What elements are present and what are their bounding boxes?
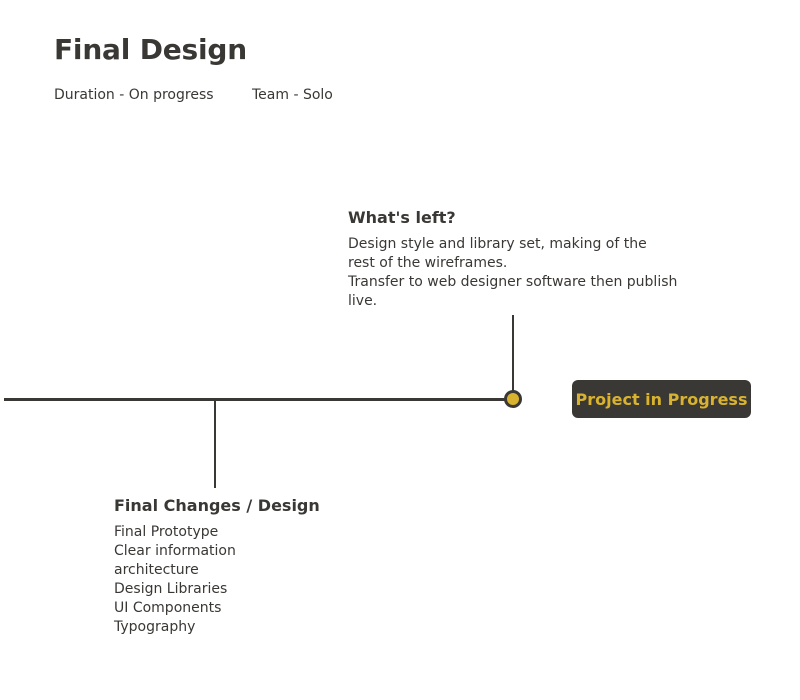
timeline-line <box>4 398 510 401</box>
final-changes-list: Final Prototype Clear information archit… <box>114 523 354 637</box>
page-title: Final Design <box>54 33 247 66</box>
duration-label: Duration - On progress <box>54 87 214 103</box>
list-item: UI Components <box>114 600 222 616</box>
list-item: Clear information architecture <box>114 543 236 578</box>
team-label: Team - Solo <box>252 87 333 103</box>
timeline-current-node <box>504 390 522 408</box>
whats-left-block: What's left? Design style and library se… <box>348 208 678 311</box>
final-changes-block: Final Changes / Design Final Prototype C… <box>114 496 354 637</box>
list-item: Design Libraries <box>114 581 228 597</box>
connector-final-changes <box>214 400 216 488</box>
whats-left-heading: What's left? <box>348 208 456 227</box>
list-item: Final Prototype <box>114 524 219 540</box>
project-status-badge: Project in Progress <box>572 380 751 418</box>
whats-left-line: Design style and library set, making of … <box>348 236 647 271</box>
list-item: Typography <box>114 619 196 635</box>
whats-left-line: Transfer to web designer software then p… <box>348 274 678 309</box>
final-changes-heading: Final Changes / Design <box>114 496 320 515</box>
connector-whats-left <box>512 315 514 395</box>
